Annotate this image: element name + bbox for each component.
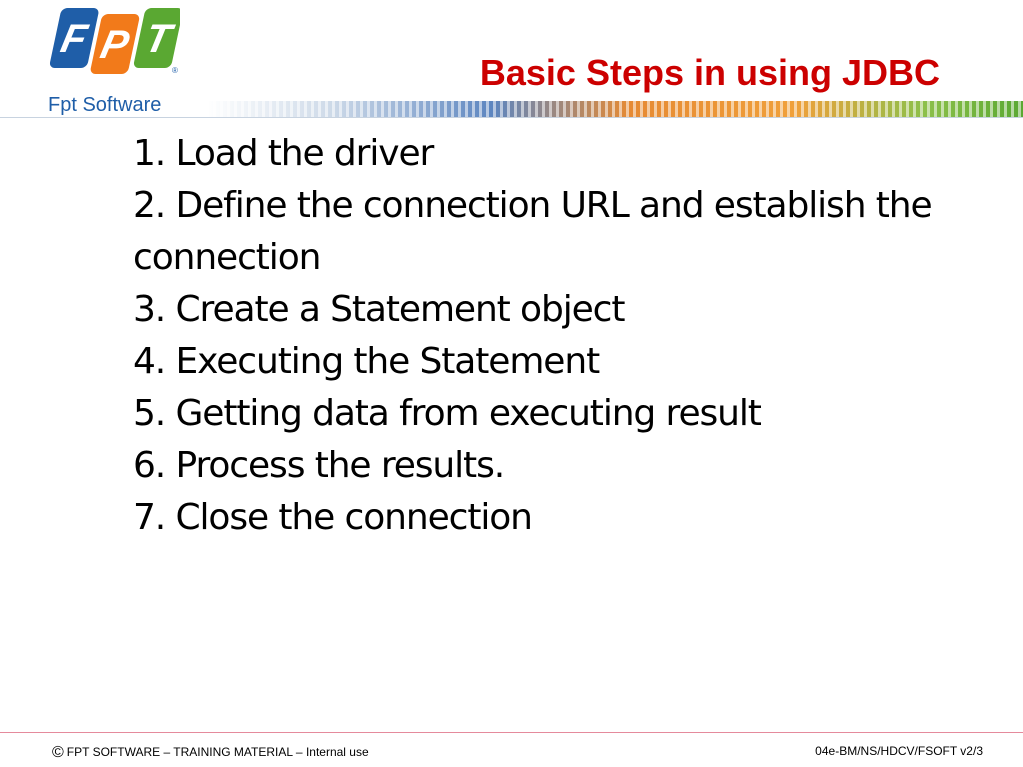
step-item: 3. Create a Statement object (133, 289, 625, 330)
step-item: 2. Define the connection URL and establi… (133, 185, 933, 278)
fpt-logo: F P T ® Fpt Software (48, 6, 180, 116)
step-item: 7. Close the connection (133, 497, 533, 538)
fpt-logo-tiles: F P T (49, 8, 180, 74)
header-decorative-band (206, 101, 1023, 117)
footer-left-text: FPT SOFTWARE – TRAINING MATERIAL – Inter… (66, 745, 369, 759)
footer-doc-code: 04e-BM/NS/HDCV/FSOFT v2/3 (815, 744, 983, 758)
slide-title: Basic Steps in using JDBC (479, 52, 940, 93)
registered-mark: ® (172, 66, 178, 75)
step-item: 4. Executing the Statement (133, 341, 600, 382)
step-item: 1. Load the driver (133, 133, 434, 174)
step-item: 6. Process the results. (133, 445, 505, 486)
footer-divider (0, 732, 1023, 733)
logo-tile-blue (49, 8, 99, 68)
step-item: 5. Getting data from executing result (133, 393, 762, 434)
copyright-symbol: © (52, 744, 64, 761)
header-divider (0, 117, 1023, 118)
steps-list: 1. Load the driver 2. Define the connect… (133, 128, 963, 544)
logo-tile-green (133, 8, 180, 68)
footer-copyright: ©FPT SOFTWARE – TRAINING MATERIAL – Inte… (52, 744, 369, 762)
logo-tile-orange (90, 14, 140, 74)
brand-name: Fpt Software (48, 94, 162, 116)
